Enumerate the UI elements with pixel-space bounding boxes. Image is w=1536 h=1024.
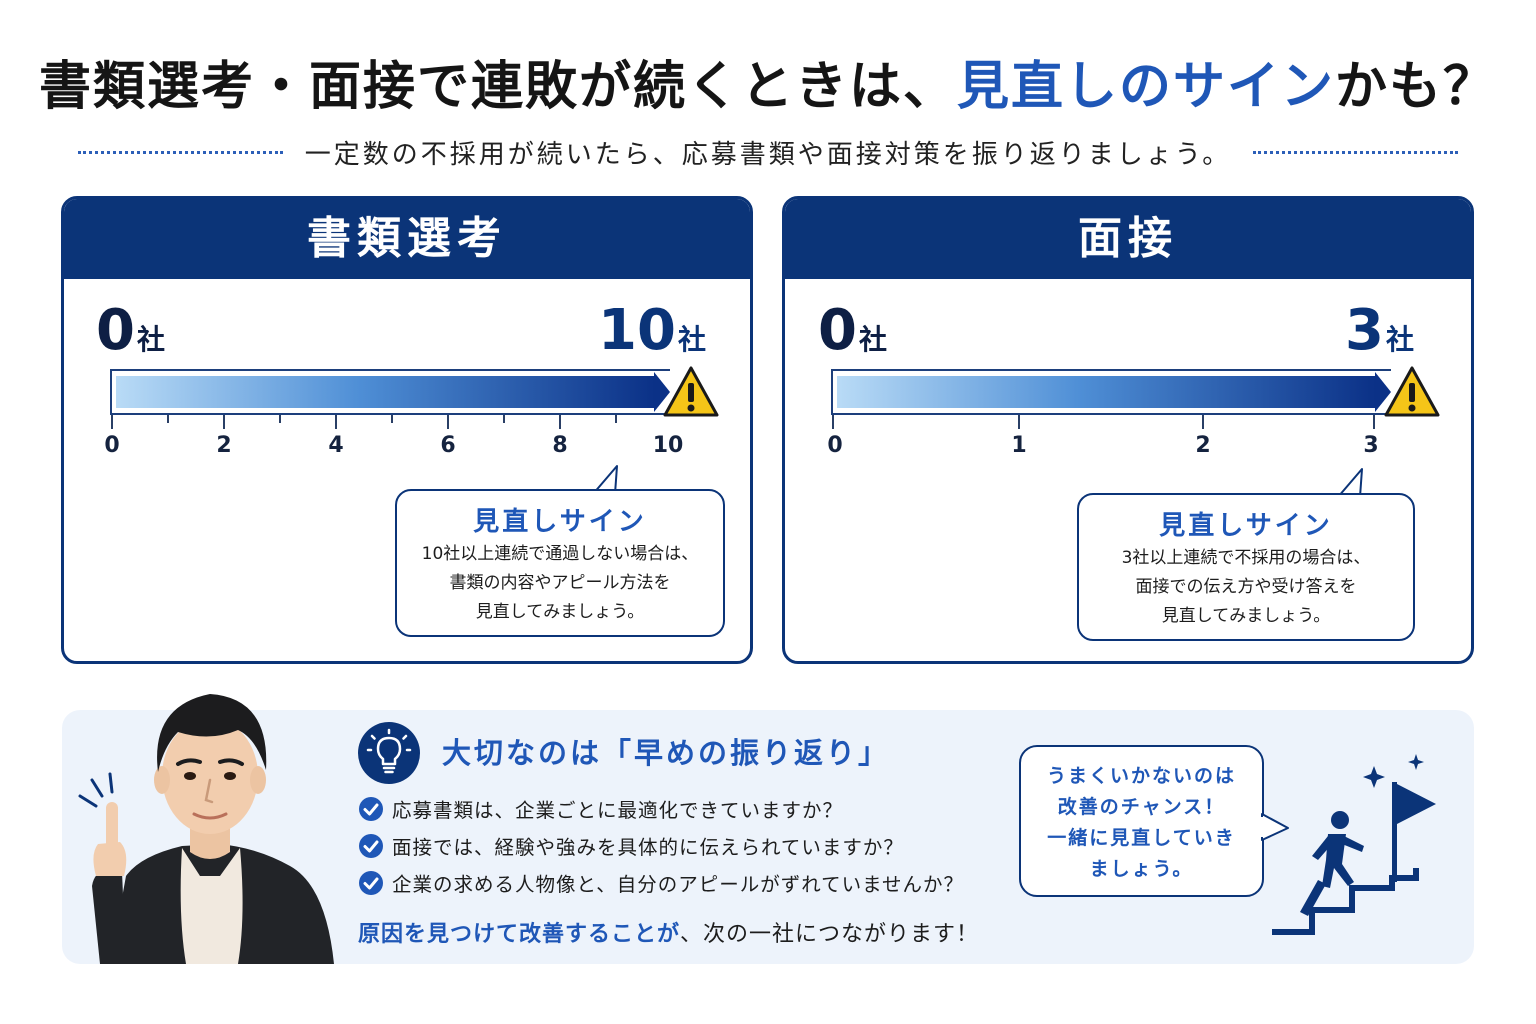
- document-tick-minor: [279, 415, 281, 423]
- check-circle-icon: [359, 870, 383, 895]
- closing-highlight: 原因を見つけて改善することが: [358, 922, 681, 947]
- interview-bar-arrow-tip: [1375, 372, 1391, 412]
- document-tick-label: 6: [440, 433, 456, 458]
- warning-icon: [663, 366, 719, 417]
- document-tick-label: 4: [328, 433, 344, 458]
- document-bar-arrow-tip: [654, 372, 670, 412]
- interview-max-count: 3社: [1345, 303, 1414, 359]
- document-tick-major: [223, 415, 225, 429]
- tips-title: 大切なのは「早めの振り返り」: [442, 736, 891, 770]
- interview-progress-bar: [831, 369, 1391, 417]
- man-pointing-up-illustration: [78, 694, 334, 964]
- subtitle-row: 一定数の不採用が続いたら、応募書類や面接対策を振り返りましょう。: [0, 132, 1536, 172]
- check-item: 面接では、経験や強みを具体的に伝えられていますか？: [358, 827, 964, 864]
- interview-bubble-line: 3社以上連続で不採用の場合は、: [1121, 548, 1371, 568]
- interview-tick-major: [1373, 415, 1375, 429]
- interview-min-count: 0社: [818, 303, 887, 359]
- check-circle-icon: [359, 833, 383, 858]
- encouragement-line: 一緒に見直していき: [1047, 827, 1236, 849]
- check-list: 応募書類は、企業ごとに最適化できていますか？ 面接では、経験や強みを具体的に伝え…: [358, 790, 964, 901]
- title-main: 書類選考・面接で連敗が続くときは、: [38, 57, 957, 117]
- interview-bubble-text: 3社以上連続で不採用の場合は、 面接での伝え方や受け答えを 見直してみましょう。: [1079, 544, 1413, 631]
- document-review-sign-bubble: 見直しサイン 10社以上連続で通過しない場合は、 書類の内容やアピール方法を 見…: [395, 489, 725, 637]
- interview-max-value: 3: [1345, 298, 1384, 363]
- document-min-count: 0社: [96, 303, 165, 359]
- interview-min-unit: 社: [858, 323, 887, 356]
- interview-tick-major: [832, 415, 834, 429]
- title-highlight: 見直しのサイン: [956, 57, 1335, 117]
- document-tick-minor: [615, 415, 617, 423]
- interview-tick-label: 3: [1363, 433, 1379, 458]
- document-tick-major: [335, 415, 337, 429]
- warning-icon: [1384, 366, 1440, 417]
- interview-bar-fill: [837, 376, 1375, 408]
- document-tick-label: 2: [216, 433, 232, 458]
- subtitle: 一定数の不採用が続いたら、応募書類や面接対策を振り返りましょう。: [304, 139, 1232, 170]
- encouragement-bubble: うまくいかないのは 改善のチャンス！ 一緒に見直していき ましょう。: [1019, 745, 1264, 897]
- encouragement-line: ましょう。: [1089, 858, 1194, 880]
- interview-panel-title: 面接: [785, 199, 1471, 279]
- check-text: 面接では、経験や強みを具体的に伝えられていますか？: [392, 836, 904, 859]
- document-bubble-text: 10社以上連続で通過しない場合は、 書類の内容やアピール方法を 見直してみましょ…: [397, 540, 723, 627]
- check-item: 応募書類は、企業ごとに最適化できていますか？: [358, 790, 964, 827]
- encouragement-line: うまくいかないのは: [1046, 765, 1236, 787]
- check-text: 応募書類は、企業ごとに最適化できていますか？: [392, 799, 844, 822]
- document-max-unit: 社: [677, 323, 706, 356]
- interview-min-value: 0: [818, 298, 857, 363]
- page-title: 書類選考・面接で連敗が続くときは、見直しのサインかも？: [0, 44, 1536, 119]
- document-bar-fill: [116, 376, 654, 408]
- person-climbing-stairs-to-flag-icon: [1272, 754, 1436, 935]
- closing-rest: 、次の一社につながります！: [680, 922, 980, 947]
- interview-panel: 面接 0社 3社 0 1 2 3 見直しサイン 3社以上連続で不採用の場合は、 …: [782, 196, 1474, 664]
- document-tick-label: 10: [652, 433, 684, 458]
- interview-tick-label: 2: [1195, 433, 1211, 458]
- document-progress-bar: [110, 369, 670, 417]
- check-circle-icon: [359, 796, 383, 821]
- document-tick-major: [559, 415, 561, 429]
- document-max-value: 10: [598, 298, 676, 363]
- interview-bubble-line: 面接での伝え方や受け答えを: [1135, 577, 1357, 597]
- interview-bubble-line: 見直してみましょう。: [1161, 606, 1331, 626]
- title-end: かも？: [1335, 57, 1498, 117]
- document-min-unit: 社: [136, 323, 165, 356]
- interview-tick-major: [1018, 415, 1020, 429]
- document-tick-major: [447, 415, 449, 429]
- dotted-divider-left: [77, 150, 283, 154]
- check-text: 企業の求める人物像と、自分のアピールがずれていませんか？: [392, 873, 965, 896]
- document-screening-panel: 書類選考 0社 10社 0 2 4 6 8 10 見直しサイン 10社以上連続で…: [61, 196, 753, 664]
- document-min-value: 0: [96, 298, 135, 363]
- interview-tick-major: [1202, 415, 1204, 429]
- document-tick-label: 0: [104, 433, 120, 458]
- document-bubble-title: 見直しサイン: [473, 507, 647, 537]
- interview-max-unit: 社: [1385, 323, 1414, 356]
- document-tick-major: [111, 415, 113, 429]
- check-item: 企業の求める人物像と、自分のアピールがずれていませんか？: [358, 864, 964, 901]
- interview-tick-label: 0: [827, 433, 843, 458]
- document-bubble-line: 10社以上連続で通過しない場合は、: [421, 544, 699, 564]
- document-tick-minor: [503, 415, 505, 423]
- document-bubble-line: 書類の内容やアピール方法を: [449, 573, 671, 593]
- encouragement-line: 改善のチャンス！: [1057, 796, 1226, 818]
- closing-message: 原因を見つけて改善することが、次の一社につながります！: [358, 916, 979, 948]
- document-max-count: 10社: [598, 303, 706, 359]
- document-panel-title: 書類選考: [64, 199, 750, 279]
- interview-bubble-title: 見直しサイン: [1159, 511, 1333, 541]
- interview-tick-label: 1: [1011, 433, 1027, 458]
- document-bubble-line: 見直してみましょう。: [475, 602, 645, 622]
- encouragement-bubble-tail: [1260, 813, 1289, 841]
- document-tick-label: 8: [552, 433, 568, 458]
- lightbulb-icon: [358, 722, 420, 784]
- interview-review-sign-bubble: 見直しサイン 3社以上連続で不採用の場合は、 面接での伝え方や受け答えを 見直し…: [1077, 493, 1415, 641]
- document-tick-minor: [167, 415, 169, 423]
- document-tick-minor: [391, 415, 393, 423]
- dotted-divider-right: [1253, 150, 1459, 154]
